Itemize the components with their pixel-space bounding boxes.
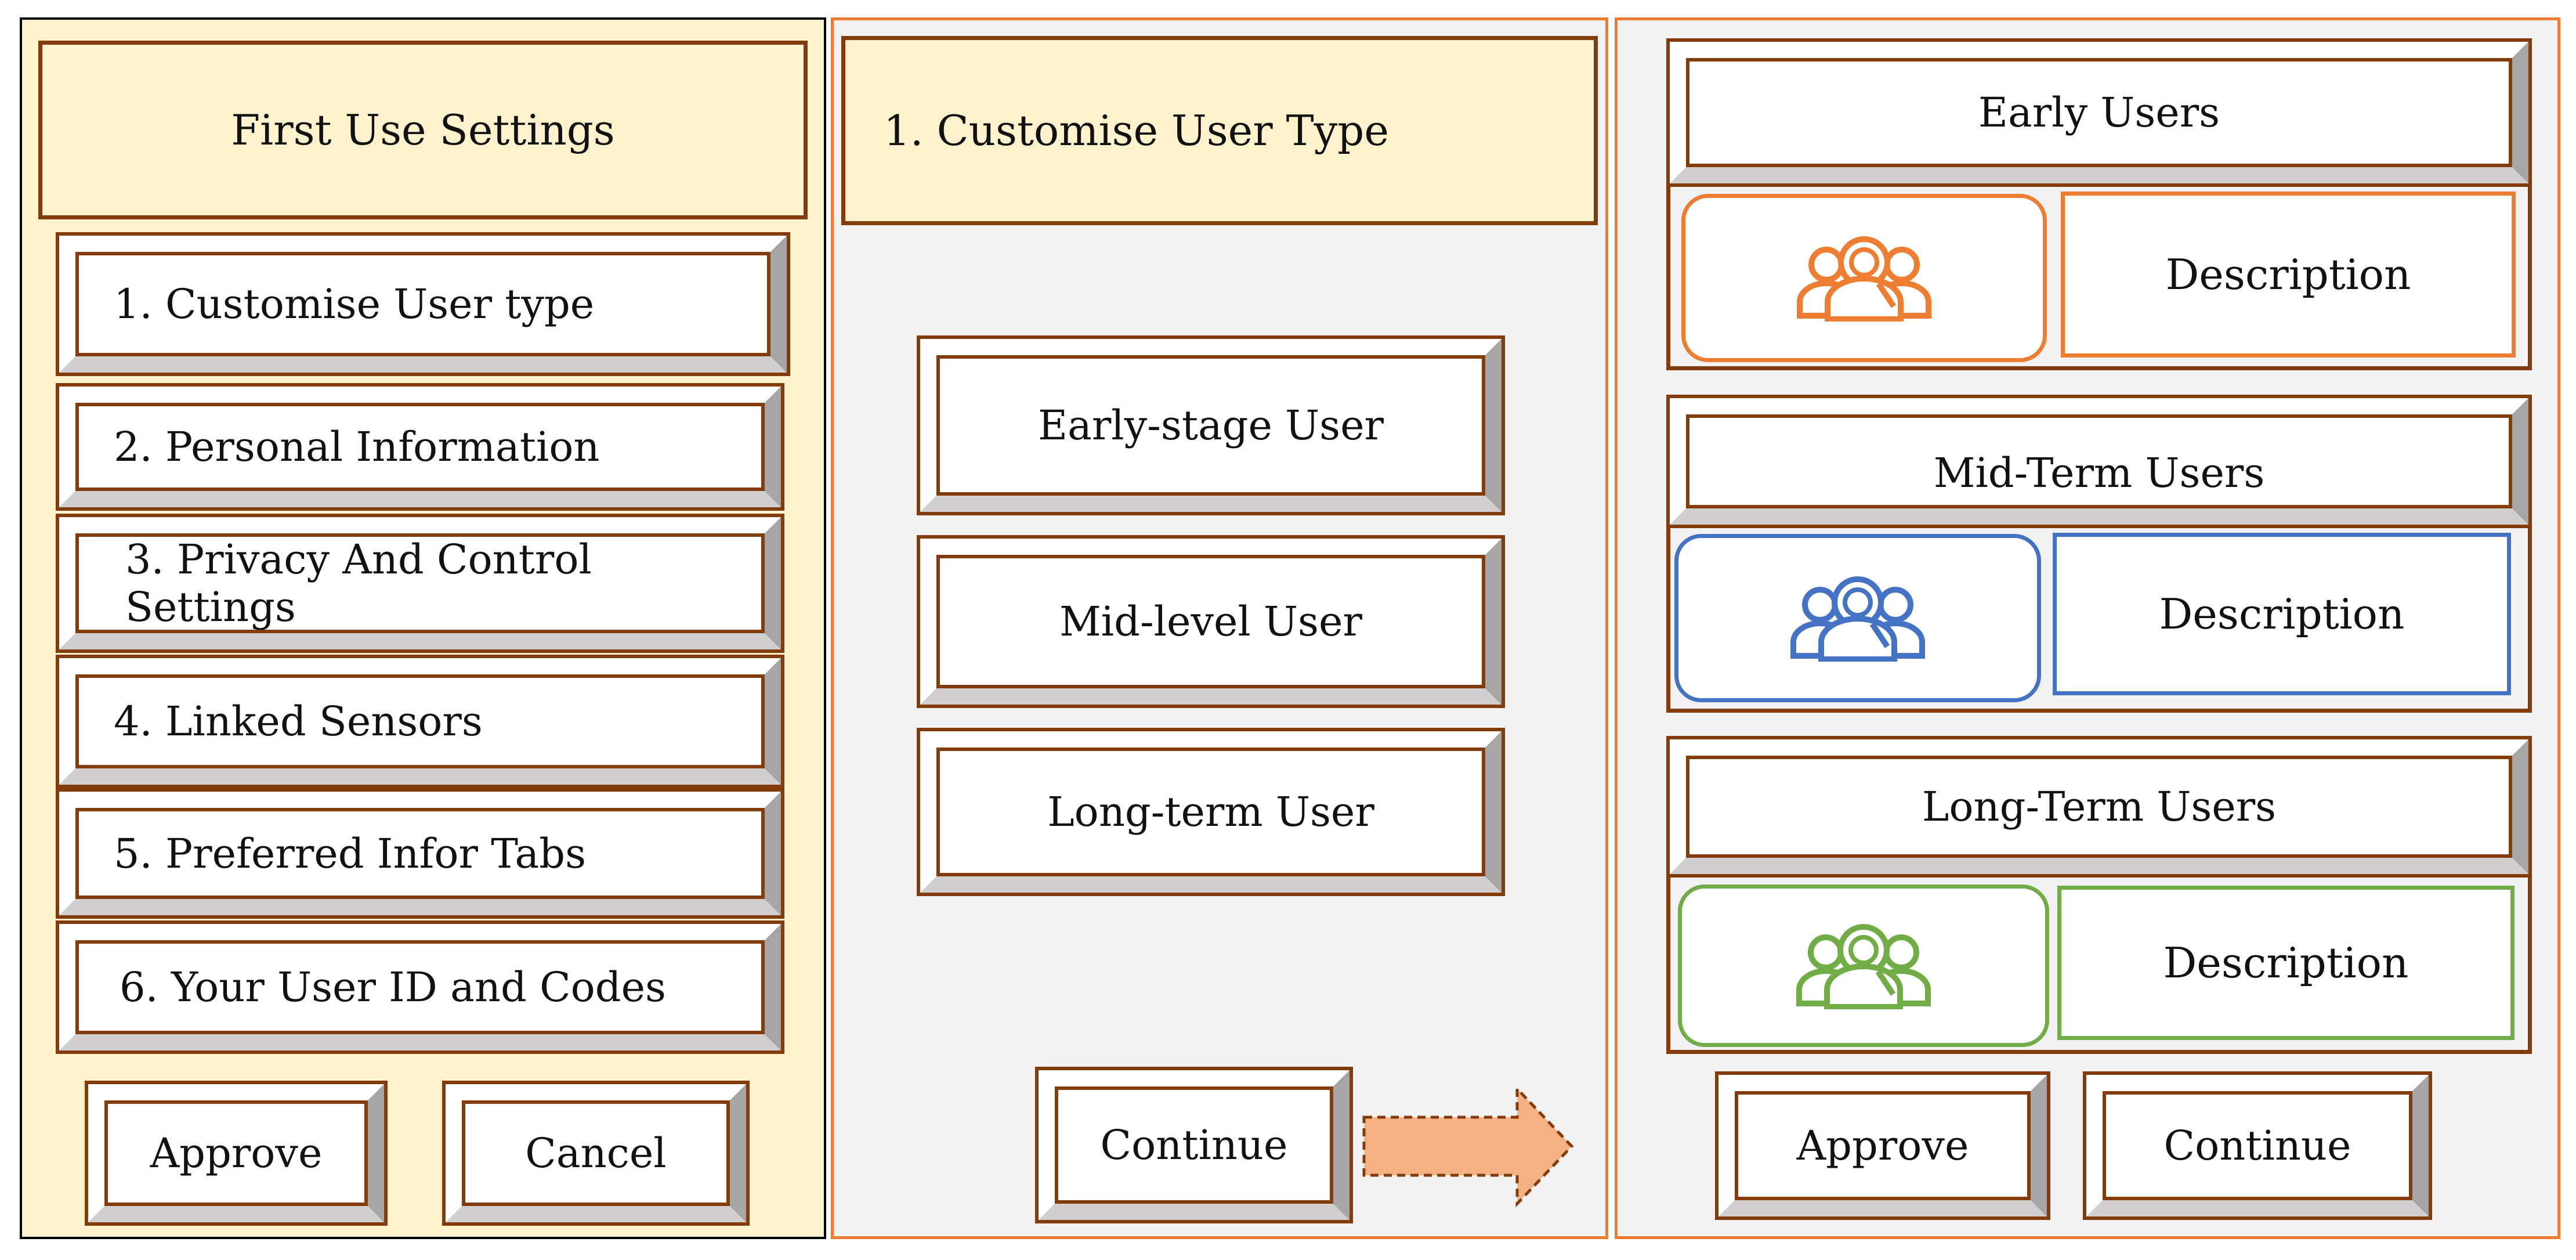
- cancel-button[interactable]: Cancel: [442, 1081, 750, 1226]
- option-label: Early-stage User: [1038, 402, 1384, 449]
- menu-item-user-id-codes[interactable]: 6. Your User ID and Codes: [56, 920, 784, 1054]
- approve-button-label: Approve: [1796, 1122, 1969, 1169]
- option-long-term-user[interactable]: Long-term User: [917, 728, 1505, 896]
- group-title: Long-Term Users: [1922, 783, 2277, 831]
- option-label: Long-term User: [1047, 788, 1374, 836]
- early-users-description: Description: [2061, 192, 2516, 358]
- description-label: Description: [2159, 590, 2405, 638]
- mid-term-users-description: Description: [2053, 533, 2511, 695]
- customise-user-type-header: 1. Customise User Type: [841, 36, 1598, 225]
- first-use-settings-title: First Use Settings: [231, 106, 615, 154]
- group-title: Early Users: [1978, 89, 2220, 136]
- long-term-users-icon: [1796, 924, 1931, 1009]
- option-mid-level-user[interactable]: Mid-level User: [917, 535, 1505, 708]
- mid-term-users-icon: [1790, 576, 1925, 662]
- continue-user-type-button[interactable]: Continue: [2083, 1071, 2432, 1220]
- option-label: Mid-level User: [1059, 598, 1362, 645]
- menu-item-label: 4. Linked Sensors: [114, 698, 483, 745]
- mid-term-users-icon-card: [1674, 534, 2041, 702]
- long-term-users-header[interactable]: Long-Term Users: [1666, 736, 2532, 878]
- early-users-icon-card: [1681, 194, 2047, 362]
- menu-item-personal-information[interactable]: 2. Personal Information: [56, 383, 784, 511]
- menu-item-customise-user-type[interactable]: 1. Customise User type: [56, 232, 790, 376]
- approve-button[interactable]: Approve: [85, 1081, 388, 1226]
- customise-user-type-title: 1. Customise User Type: [884, 106, 1389, 155]
- approve-button-label: Approve: [150, 1129, 323, 1177]
- cancel-button-label: Cancel: [525, 1129, 667, 1177]
- menu-item-preferred-infor-tabs[interactable]: 5. Preferred Infor Tabs: [56, 788, 784, 919]
- early-users-icon: [1797, 236, 1931, 322]
- group-title: Mid-Term Users: [1933, 449, 2265, 497]
- continue-button-label: Continue: [1100, 1121, 1288, 1169]
- menu-item-label: 3. Privacy And Control Settings: [125, 536, 592, 631]
- menu-item-label: 2. Personal Information: [114, 423, 600, 471]
- continue-button-label: Continue: [2163, 1122, 2351, 1169]
- option-early-stage-user[interactable]: Early-stage User: [917, 335, 1505, 515]
- next-step-arrow-icon: [1362, 1085, 1574, 1207]
- first-use-settings-header: First Use Settings: [38, 41, 808, 219]
- menu-item-label: 1. Customise User type: [114, 280, 595, 328]
- description-label: Description: [2163, 938, 2409, 987]
- long-term-users-icon-card: [1678, 884, 2049, 1047]
- early-users-header[interactable]: Early Users: [1666, 38, 2532, 187]
- mid-term-users-header[interactable]: Mid-Term Users: [1666, 395, 2532, 528]
- long-term-users-description: Description: [2057, 886, 2515, 1040]
- menu-item-label: 6. Your User ID and Codes: [120, 963, 666, 1011]
- menu-item-label: 5. Preferred Infor Tabs: [114, 829, 586, 878]
- menu-item-linked-sensors[interactable]: 4. Linked Sensors: [56, 655, 784, 788]
- approve-user-type-button[interactable]: Approve: [1715, 1071, 2050, 1220]
- continue-button[interactable]: Continue: [1035, 1067, 1353, 1223]
- menu-item-privacy-control-settings[interactable]: 3. Privacy And Control Settings: [56, 514, 784, 653]
- description-label: Description: [2165, 250, 2411, 299]
